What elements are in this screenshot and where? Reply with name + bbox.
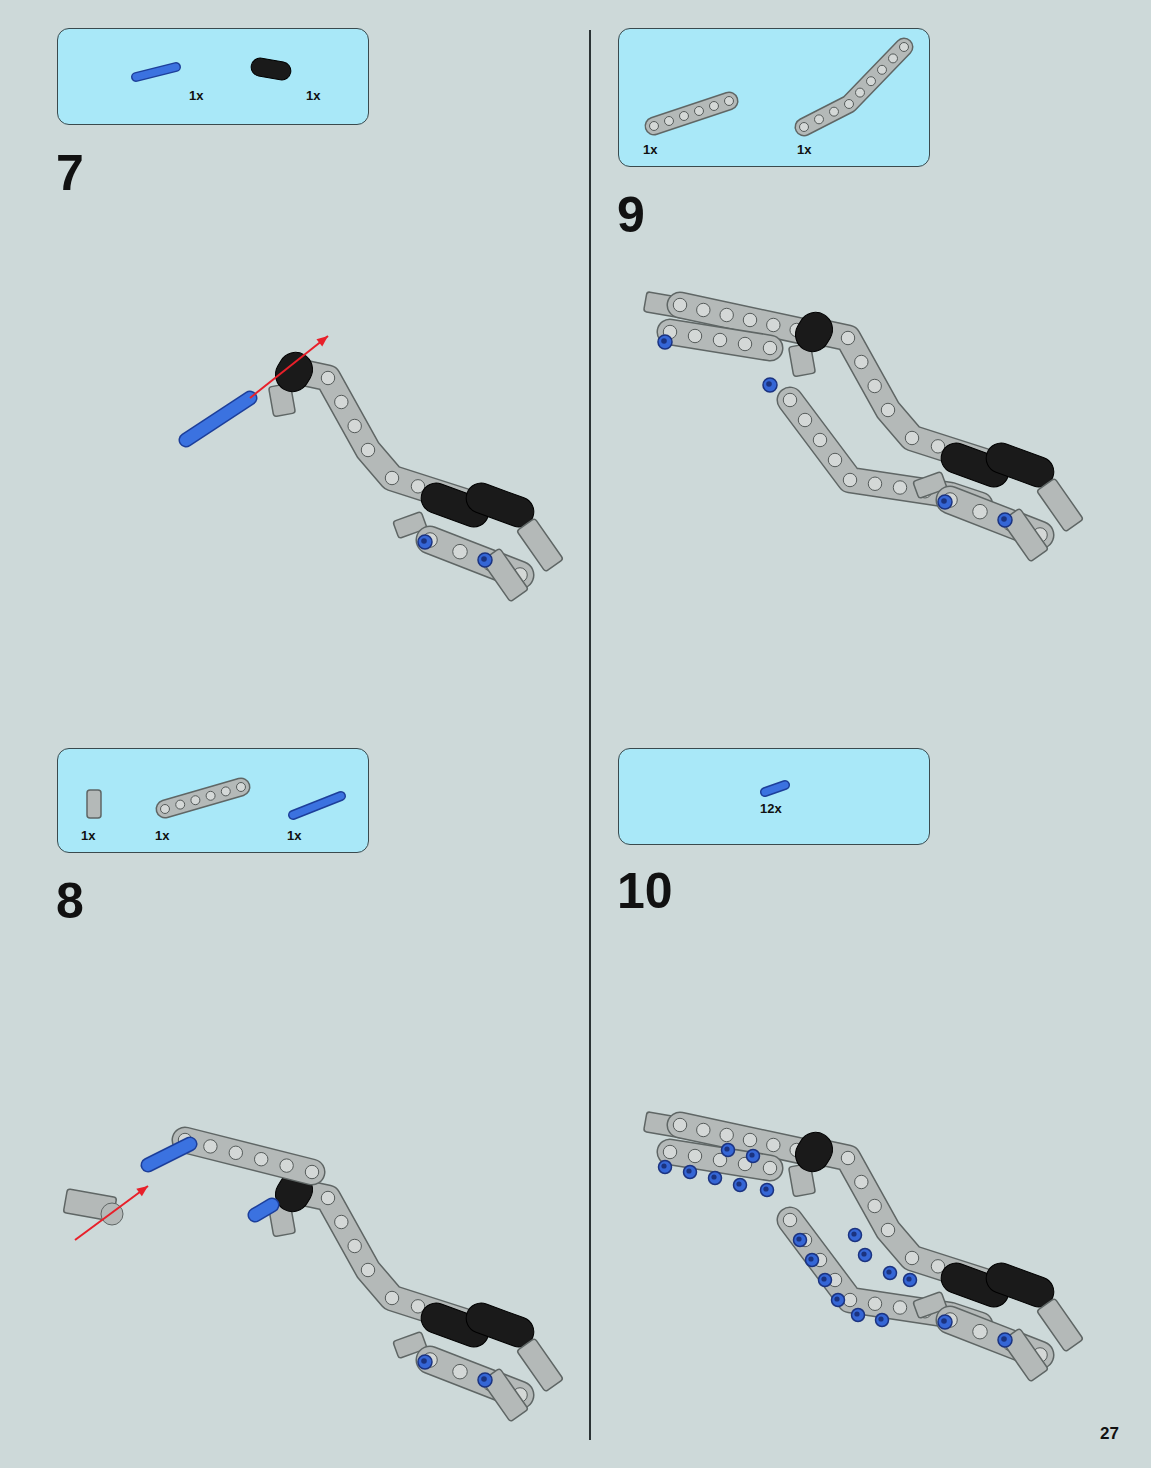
step-number: 8 [56,876,84,926]
part-quantity: 1x [287,829,301,842]
part-icon [58,29,370,126]
page-number: 27 [1100,1425,1119,1442]
step-number: 9 [617,190,645,240]
parts-callout-box: 1x 1x 1x [57,748,369,853]
part-quantity: 1x [81,829,95,842]
part-quantity: 1x [189,89,203,102]
part-quantity: 1x [155,829,169,842]
parts-callout-box: 1x 1x [618,28,930,167]
part-quantity: 12x [760,802,782,815]
part-quantity: 1x [306,89,320,102]
step-number: 10 [617,866,673,916]
parts-callout-box: 12x [618,748,930,845]
step-number: 7 [56,148,84,198]
part-quantity: 1x [643,143,657,156]
model-assembly [789,1126,1084,1382]
parts-callout-box: 1x 1x [57,28,369,125]
part-quantity: 1x [797,143,811,156]
part-icon [58,749,370,854]
model-assembly [148,1133,563,1422]
part-icon [619,29,931,168]
model-assembly [186,346,563,602]
part-icon [619,749,931,846]
divider-line [589,30,591,1440]
model-assembly [789,306,1084,562]
